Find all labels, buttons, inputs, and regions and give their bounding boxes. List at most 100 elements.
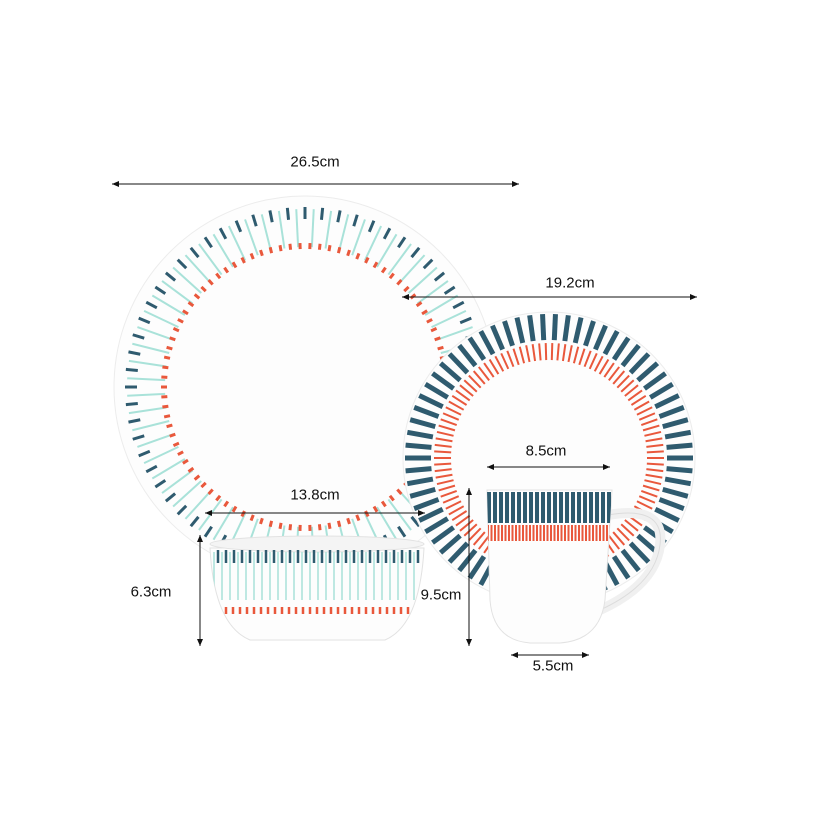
orange-stripe [436,430,454,437]
navy-dash [410,246,421,259]
orange-dot [426,318,433,324]
navy-stripe [527,314,536,342]
orange-stripe [459,384,474,397]
navy-dash [352,214,359,227]
navy-dash [128,418,141,424]
orange-stripe [646,462,664,466]
navy-dash [128,350,141,356]
orange-stripe [588,352,598,370]
orange-stripe [438,424,456,432]
orange-stripe [434,468,452,473]
orange-stripe [494,355,505,372]
orange-dot [346,249,351,257]
navy-stripe [572,317,584,344]
orange-dot [278,522,283,530]
mint-stripe [260,214,272,252]
orange-dot [162,404,169,409]
navy-dash [367,220,376,233]
navy-dash [452,300,465,310]
navy-dash [268,210,274,223]
mint-stripe [128,406,167,415]
mint-stripe [161,280,194,305]
navy-dash [189,515,200,528]
mug-top-diameter-label: 8.5cm [525,442,567,460]
navy-stripe [654,506,680,523]
orange-stripe [561,344,567,362]
orange-stripe [593,355,604,372]
orange-dot [268,520,274,528]
mint-stripe [137,326,174,341]
navy-stripe [418,506,444,523]
navy-stripe [666,466,693,474]
orange-stripe [567,345,573,363]
orange-dot [327,244,332,252]
mint-stripe [184,254,212,284]
orange-stripe [435,437,453,443]
navy-stripe [658,497,685,511]
orange-dot [193,474,201,481]
orange-stripe [468,374,482,389]
orange-stripe [646,468,664,473]
orange-stripe [644,479,662,486]
orange-dot [327,522,332,530]
mint-stripe [376,233,398,268]
orange-stripe [531,344,537,362]
mint-stripe [132,342,170,354]
navy-stripe [540,314,547,341]
orange-stripe [451,394,468,406]
orange-dot [278,244,283,252]
mint-stripe [184,490,212,520]
navy-stripe [628,352,651,375]
orange-dot [172,441,180,447]
navy-dash [336,210,342,223]
orange-stripe [488,359,500,375]
orange-stripe [440,489,458,498]
navy-dash [397,525,407,538]
mint-stripe [408,266,438,294]
navy-stripe [409,417,436,430]
navy-stripe [447,352,470,375]
navy-stripe [664,429,692,440]
orange-stripe [463,379,478,393]
navy-stripe [628,541,651,564]
mint-stripe [151,294,186,316]
orange-stripe [500,352,510,370]
mint-stripe [398,254,426,284]
orange-stripe [583,350,592,368]
mint-stripe [172,266,202,294]
orange-stripe [636,406,653,416]
orange-dot [162,365,169,370]
orange-dot [215,494,222,502]
orange-dot [380,500,387,508]
navy-stripe [490,324,505,351]
orange-dot [317,524,322,531]
mint-stripe [324,210,333,249]
mint-stripe [227,225,247,261]
orange-stripe [556,343,560,361]
orange-stripe [630,394,647,406]
orange-stripe [612,531,626,546]
mint-stripe [198,243,223,276]
navy-dash [203,236,213,249]
bowl-diameter-label: 13.8cm [290,486,340,504]
navy-stripe [642,371,667,391]
orange-stripe [578,348,586,366]
navy-dash [154,479,167,489]
orange-dot [249,514,255,522]
orange-dot [346,517,351,525]
mint-stripe [387,243,412,276]
navy-stripe [649,381,674,400]
navy-dash [319,207,325,220]
orange-stripe [608,534,621,550]
orange-stripe [640,418,658,427]
orange-dot [166,423,173,429]
orange-stripe [616,527,630,542]
navy-stripe [424,516,449,535]
navy-stripe [447,541,470,564]
dimension-lines [112,181,697,658]
orange-dot [207,488,214,496]
orange-stripe [627,389,643,402]
mug-height-label: 9.5cm [420,586,462,604]
orange-dot [434,336,441,342]
